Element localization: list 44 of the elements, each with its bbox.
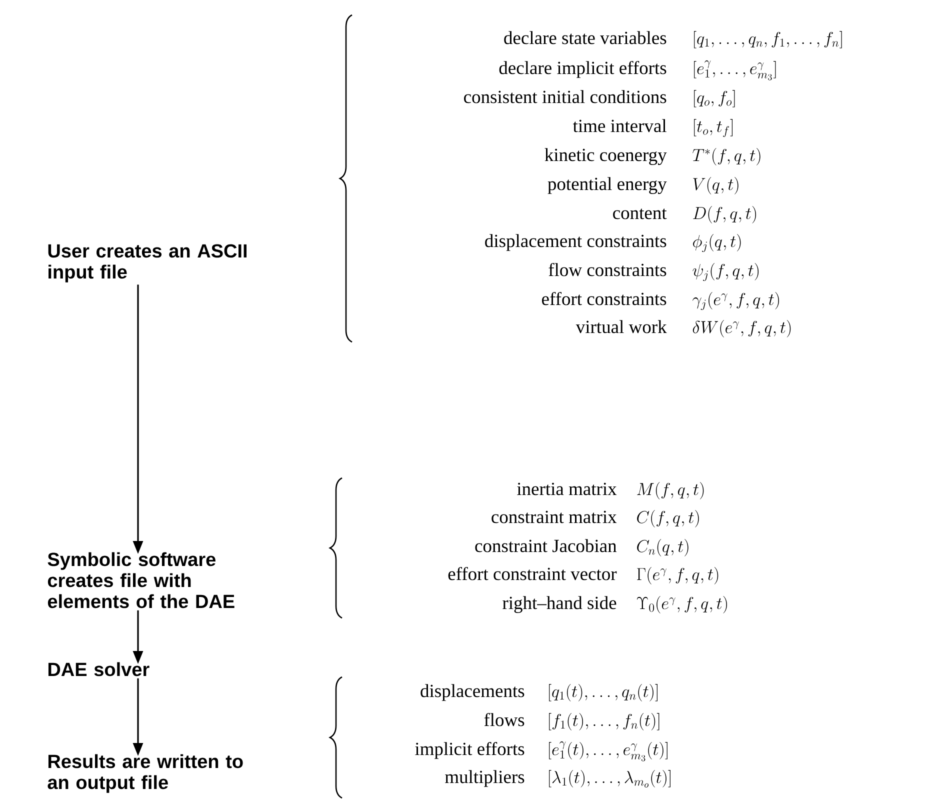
row-label: time interval — [573, 119, 666, 132]
row-label: inertia matrix — [517, 482, 617, 496]
formula: $V(q,t)$ — [693, 177, 738, 194]
row-label: content — [613, 208, 667, 220]
row-label: consistent initial conditions — [464, 90, 666, 104]
step-text: Symbolic software creates file with elements of the DAE — [48, 552, 234, 608]
formula: $[q_o,f_o]$ — [694, 90, 735, 108]
formula: $[f_1(t),\ldots,f_n(t)]$ — [549, 713, 660, 730]
row-label: flows — [484, 712, 524, 726]
formula: $[q_1(t),\ldots,q_n(t)]$ — [549, 684, 658, 702]
formula: $T^*(f,q,t)$ — [692, 148, 760, 166]
row-label: multipliers — [445, 770, 524, 787]
row-label: displacement constraints — [485, 234, 666, 251]
formula: $[\lambda_1(t),\ldots,\lambda_{m_o}(t)]$ — [549, 770, 670, 788]
formula: $\phi_j(q,t)$ — [693, 234, 741, 252]
formula: $M(f,q,t)$ — [637, 482, 704, 500]
row-label: implicit efforts — [415, 742, 524, 759]
formula: $\gamma_j(e^\gamma,f,q,t)$ — [692, 292, 779, 310]
formula: $\psi_j(f,q,t)$ — [692, 263, 759, 282]
step-text: User creates an ASCII input file — [48, 244, 247, 282]
formula: $\delta W(e^\gamma,f,q,t)$ — [692, 320, 791, 338]
row-label: constraint Jacobian — [475, 539, 617, 552]
step-text: DAE solver — [48, 662, 150, 676]
formula: $[t_o,t_f]$ — [694, 119, 733, 138]
row-label: kinetic coenergy — [544, 148, 667, 165]
row-label: constraint matrix — [492, 510, 617, 524]
row-label: displacements — [420, 684, 524, 701]
formula: $C(f,q,t)$ — [637, 510, 699, 528]
row-label: flow constraints — [548, 262, 666, 276]
formula: $\Gamma(e^\gamma,f,q,t)$ — [637, 567, 718, 584]
row-label: declare implicit efforts — [499, 60, 666, 78]
formula: $D(f,q,t)$ — [693, 206, 756, 224]
formula: $\Upsilon_0(e^\gamma,f,q,t)$ — [637, 596, 727, 614]
row-label: effort constraints — [542, 292, 666, 306]
row-label: right–hand side — [502, 596, 616, 613]
row-label: potential energy — [548, 177, 667, 194]
formula: $C_n(q,t)$ — [637, 539, 688, 556]
row-label: declare state variables — [504, 31, 666, 44]
formula: $[q_1,\ldots,q_n,f_1,\ldots,f_n]$ — [694, 31, 842, 48]
formula: $[e^\gamma_1(t),\ldots,e^\gamma_{m_3}(t)]$ — [549, 741, 668, 762]
row-label: effort constraint vector — [448, 566, 617, 580]
row-label: virtual work — [576, 320, 667, 334]
step-text: Results are written to an output file — [48, 754, 243, 793]
formula: $[e^\gamma_1,\ldots,e^\gamma_{m_3}]$ — [694, 60, 776, 80]
